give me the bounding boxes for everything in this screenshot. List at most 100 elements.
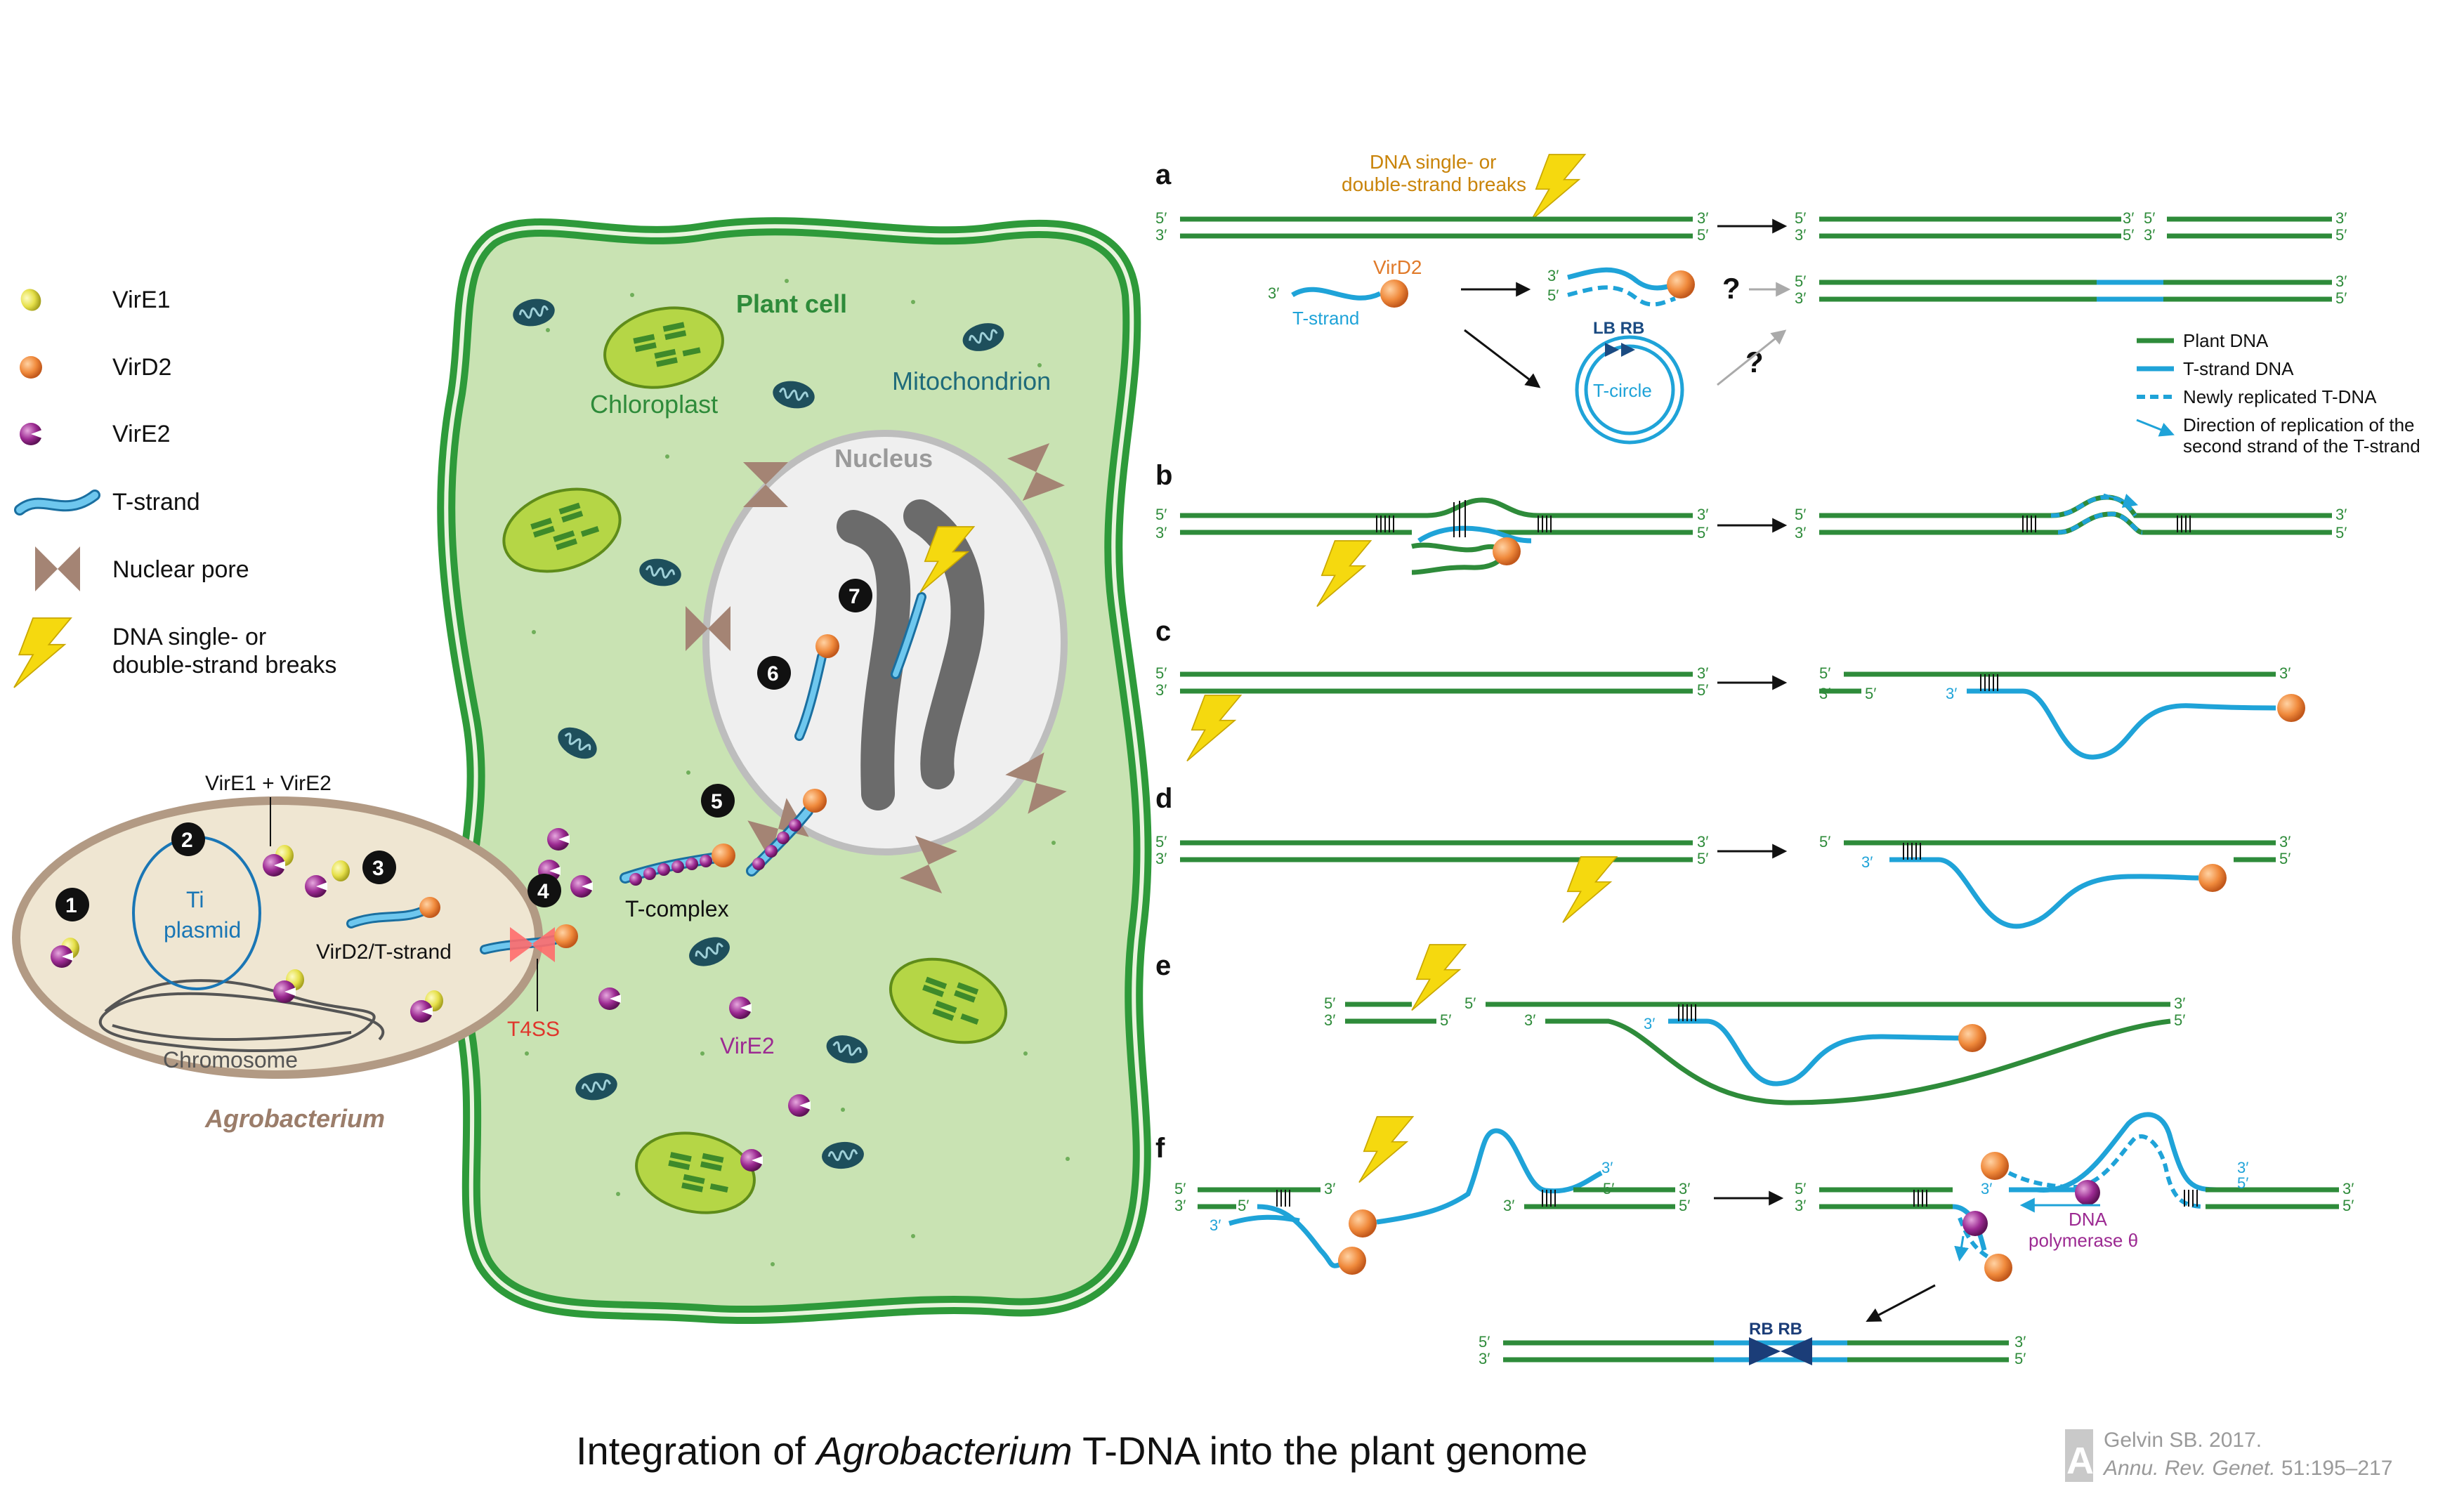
- end-label: 3′: [1268, 284, 1279, 302]
- end-label: 5′: [1865, 685, 1876, 702]
- end-label: 5′: [2335, 524, 2347, 542]
- end-label: 3′: [1155, 850, 1167, 867]
- end-label: 5′: [1440, 1011, 1451, 1029]
- end-label: 3′: [1981, 1180, 1992, 1197]
- step-5-marker: 5: [711, 790, 723, 813]
- vire1-vire2-label: VirE1 + VirE2: [205, 772, 332, 795]
- panel-f-bolt-icon: [1358, 1116, 1414, 1183]
- end-label: 3′: [1210, 1216, 1221, 1234]
- end-label: 3′: [2335, 209, 2347, 227]
- step-2-marker: 2: [181, 829, 193, 852]
- figure-title: Integration of Agrobacterium T-DNA into …: [576, 1429, 1587, 1473]
- legend-tstrand-dna: T-strand DNA: [2183, 358, 2294, 379]
- step-markers: 1 2 3 4 5 6 7: [55, 579, 872, 921]
- end-label: 3′: [1795, 226, 1806, 244]
- end-label: 3′: [1697, 506, 1708, 523]
- end-label: 5′: [2342, 1197, 2354, 1214]
- end-label: 5′: [2014, 1350, 2026, 1367]
- nuclear-pore-icon: [35, 546, 80, 591]
- legend-virE2-label: VirE2: [112, 421, 171, 447]
- svg-text:AR: AR: [2066, 1440, 2121, 1482]
- cytoplasm-virE2-label: VirE2: [720, 1033, 775, 1058]
- end-label: 3′: [1946, 685, 1957, 702]
- end-label: 3′: [2014, 1333, 2026, 1351]
- agrobacterium-label: Agrobacterium: [204, 1104, 385, 1133]
- virE2-cytoplasm-6: [788, 1094, 811, 1117]
- panel-e: e 5′ 3′ 5′ 5′ 3′ 3′ 5′ 3′: [1155, 944, 2185, 1105]
- end-label: 5′: [2237, 1174, 2248, 1192]
- t4ss-label: T4SS: [507, 1018, 560, 1041]
- virE2-cytoplasm-7: [740, 1149, 763, 1171]
- tcomplex-label: T-complex: [625, 896, 729, 921]
- panel-a-breaks-label-2: double-strand breaks: [1342, 173, 1526, 195]
- end-label: 3′: [1795, 289, 1806, 307]
- legend-pore-label: Nuclear pore: [112, 556, 249, 583]
- end-label: 3′: [1503, 1197, 1514, 1214]
- end-label: 5′: [2144, 209, 2155, 227]
- panel-b-bolt-icon: [1316, 540, 1372, 608]
- panel-c-bolt-icon: [1186, 695, 1242, 762]
- virE2-cytoplasm-1: [547, 828, 570, 851]
- step-6-marker: 6: [767, 662, 779, 685]
- plant-cell: Plant cell Chloroplast Mitochondrion Nuc…: [437, 217, 1152, 1325]
- end-label: 3′: [2335, 273, 2347, 290]
- plasmid-label: plasmid: [164, 917, 241, 943]
- panel-d-bolt-icon: [1562, 856, 1618, 924]
- end-label: 5′: [1795, 1180, 1806, 1197]
- end-label: 5′: [1155, 664, 1167, 682]
- citation-line-1: Gelvin SB. 2017.: [2104, 1429, 2262, 1452]
- end-label: 3′: [2279, 833, 2291, 851]
- panel-e-bolt-icon: [1411, 944, 1467, 1011]
- end-label: 3′: [1697, 209, 1708, 227]
- panel-d: d 5′ 3′ 3′ 5′ 5′ 3′ 5′ 3′: [1155, 783, 2291, 929]
- end-label: 5′: [1238, 1197, 1249, 1214]
- legend-tstrand-label: T-strand: [112, 489, 200, 516]
- panel-e-label: e: [1155, 950, 1171, 981]
- end-label: 3′: [1697, 664, 1708, 682]
- end-label: 3′: [1795, 524, 1806, 542]
- end-label: 5′: [1479, 1333, 1490, 1351]
- end-label: 3′: [2144, 226, 2155, 244]
- panel-b: b 5′ 3′ 3′ 5′ 5′ 3′ 3′ 5′: [1155, 460, 2347, 608]
- end-label: 3′: [1155, 524, 1167, 542]
- end-label: 5′: [1547, 287, 1559, 304]
- vird2-tstrand-label: VirD2/T-strand: [316, 940, 452, 964]
- panel-a-lbrb-label: LB RB: [1593, 319, 1644, 338]
- panel-f-polymerase-label-2: polymerase θ: [2029, 1230, 2138, 1251]
- virE1-icon: [20, 289, 41, 311]
- panel-a-virD2-label: VirD2: [1373, 256, 1422, 278]
- panel-a-bolt-icon: [1531, 154, 1586, 221]
- legend-direction-2: second strand of the T-strand: [2183, 435, 2420, 457]
- right-legend: Plant DNA T-strand DNA Newly replicated …: [2136, 330, 2420, 457]
- end-label: 5′: [2123, 226, 2134, 244]
- panel-a-tstrand-label: T-strand: [1292, 308, 1359, 329]
- end-label: 3′: [2342, 1180, 2354, 1197]
- end-label: 3′: [1861, 853, 1873, 871]
- end-label: 5′: [1155, 833, 1167, 851]
- step-3-marker: 3: [372, 857, 384, 880]
- chloroplast-label: Chloroplast: [590, 390, 718, 419]
- panel-c: c 5′ 3′ 3′ 5′ 5′ 3′ 5′ 3′ 3′: [1155, 616, 2305, 762]
- end-label: 5′: [2335, 289, 2347, 307]
- end-label: 5′: [1697, 850, 1708, 867]
- end-label: 3′: [1479, 1350, 1490, 1367]
- end-label: 5′: [1819, 664, 1830, 682]
- end-label: 5′: [1795, 506, 1806, 523]
- panel-a-label: a: [1155, 159, 1172, 190]
- end-label: 3′: [1547, 267, 1559, 284]
- end-label: 5′: [1697, 524, 1708, 542]
- ti-label: Ti: [186, 887, 204, 912]
- panel-a-question-1: ?: [1722, 272, 1741, 305]
- dna-break-bolt-icon: [13, 617, 72, 688]
- end-label: 3′: [1324, 1180, 1335, 1197]
- plant-chromosome-1: [837, 510, 911, 810]
- virE2-icon: [20, 423, 42, 445]
- end-label: 3′: [1679, 1180, 1690, 1197]
- panel-d-label: d: [1155, 783, 1172, 814]
- end-label: 3′: [1174, 1197, 1186, 1214]
- virD2-nucleus: [815, 634, 839, 658]
- end-label: 5′: [1155, 506, 1167, 523]
- left-legend: VirE1 VirD2 VirE2 T-strand Nuclear pore …: [13, 287, 336, 688]
- end-label: 3′: [1324, 1011, 1335, 1029]
